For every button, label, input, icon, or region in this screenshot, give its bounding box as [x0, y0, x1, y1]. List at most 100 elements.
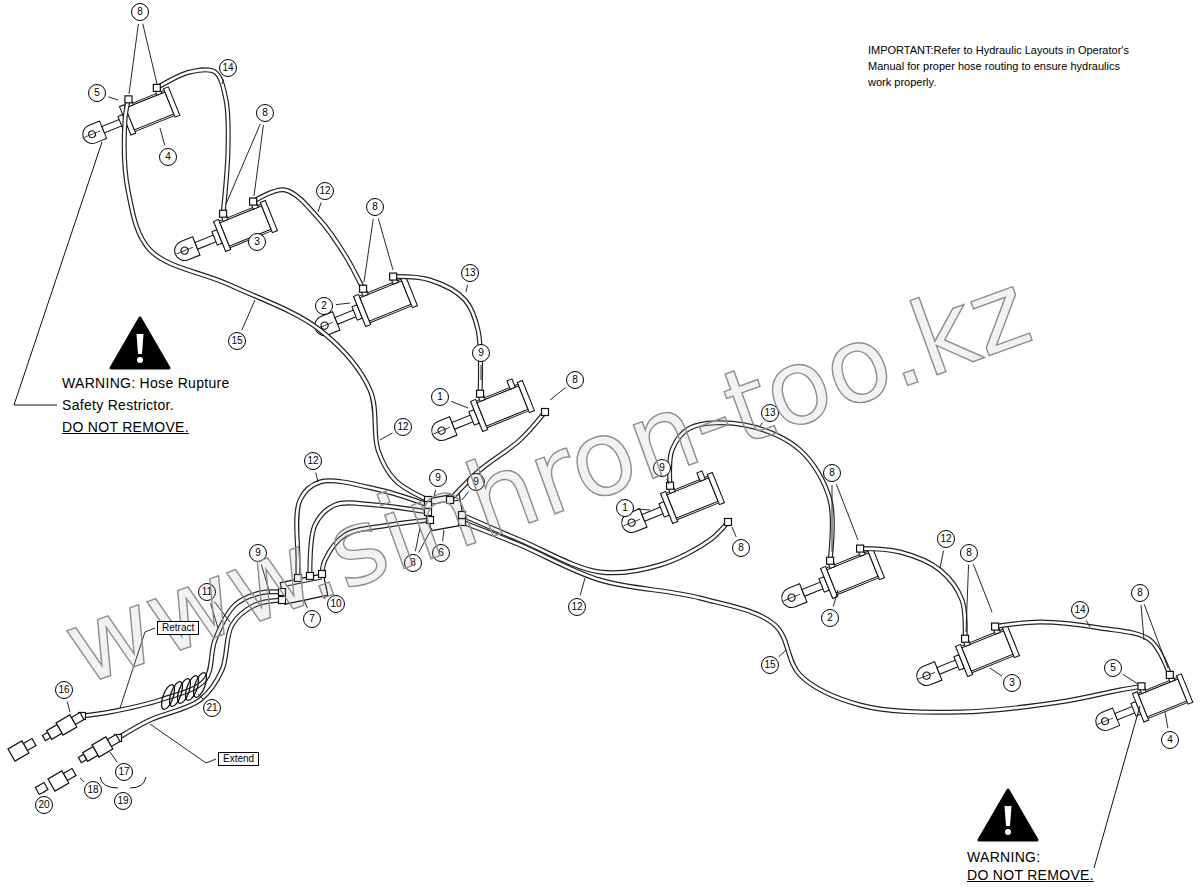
callout-number: 20	[35, 796, 53, 814]
callout-leaders	[732, 527, 736, 537]
callout-number: 15	[761, 656, 779, 674]
quick-couplers	[8, 710, 122, 795]
callout-number: 19	[114, 792, 132, 810]
hydraulic-cylinder	[623, 519, 640, 526]
hydraulic-cylinder	[80, 121, 107, 146]
hydraulic-cylinder	[779, 584, 807, 611]
callout-leaders	[973, 564, 992, 612]
callout-leaders	[108, 97, 118, 100]
callout-number: 21	[203, 699, 221, 717]
callout-leaders	[129, 24, 138, 94]
leader-lines	[14, 142, 1140, 868]
hydraulic-cylinder	[783, 594, 800, 601]
tag-leaders	[150, 724, 216, 763]
hydraulic-hose	[124, 99, 428, 500]
callout-number: 12	[304, 452, 322, 470]
hydraulic-cylinder	[176, 247, 193, 254]
note-text: IMPORTANT:Refer to Hydraulic Layouts in …	[868, 42, 1136, 90]
hose-fittings	[1138, 683, 1145, 690]
hose-fittings	[857, 545, 864, 552]
hydraulic-cylinder	[477, 391, 485, 401]
hydraulic-cylinder	[487, 411, 529, 428]
hydraulic-hose	[124, 99, 428, 500]
callout-number: 1	[431, 388, 449, 406]
hydraulic-cylinder	[220, 211, 228, 221]
coupler	[8, 741, 29, 761]
callout-leaders	[160, 128, 165, 145]
callout-number: 9	[472, 344, 490, 362]
watermark: www.sinhron-too.kz	[50, 251, 1043, 706]
callout-number: 8	[131, 3, 149, 21]
leader-lines	[14, 142, 102, 405]
coupler	[8, 736, 38, 761]
callout-leaders	[1086, 620, 1090, 627]
callout-leaders	[990, 668, 1002, 676]
hydraulic-hose	[995, 622, 1170, 675]
hydraulic-cylinder	[433, 427, 450, 434]
warning-symbol	[979, 790, 1037, 840]
hydraulic-cylinder	[1177, 674, 1193, 704]
hydraulic-cylinder	[260, 201, 277, 233]
callout-leaders	[242, 300, 255, 330]
callout-number: 8	[366, 198, 384, 216]
hydraulic-hose	[393, 277, 480, 394]
hose-wrap	[191, 671, 209, 699]
hose-wrap	[175, 677, 193, 705]
callout-leaders	[110, 752, 117, 762]
callout-number: 12	[316, 182, 334, 200]
hose-fittings	[250, 198, 257, 205]
warning-text: WARNING: Hose Rupture Safety Restrictor.	[62, 372, 247, 416]
coupler	[78, 754, 86, 762]
coupler	[42, 732, 50, 740]
callout-leaders	[940, 551, 944, 568]
hose-fittings	[725, 519, 732, 526]
hydraulic-hose	[253, 190, 363, 289]
callout-number: 8	[256, 104, 274, 122]
hydraulic-cylinder	[360, 281, 411, 321]
callout-leaders	[378, 219, 393, 270]
callout-leaders	[481, 365, 482, 380]
hydraulic-cylinder	[827, 553, 878, 593]
hydraulic-hose	[860, 549, 965, 639]
callout-number: 5	[1104, 659, 1122, 677]
hydraulic-cylinder	[164, 87, 180, 117]
callout-number: 13	[461, 264, 479, 282]
warning-symbol	[137, 334, 144, 354]
hydraulic-hose	[462, 522, 1141, 712]
tag-text: Retract	[162, 622, 194, 633]
callout-leaders	[80, 778, 84, 782]
callout-leaders	[833, 590, 838, 606]
hose-wrap	[183, 674, 201, 702]
hose-tag: Extend	[218, 752, 259, 766]
warning-symbol	[111, 318, 169, 368]
hydraulic-hose	[157, 70, 228, 214]
hydraulic-hose	[157, 70, 228, 214]
callout-number: 3	[1003, 674, 1021, 692]
hydraulic-cylinder	[154, 85, 162, 95]
tag-text: Extend	[223, 753, 254, 764]
hydraulic-cylinder	[1093, 708, 1120, 733]
coupler	[35, 783, 48, 795]
callout-leaders	[550, 387, 566, 400]
hydraulic-cylinder	[76, 82, 180, 152]
callout-leaders	[380, 433, 393, 440]
hydraulic-cylinder	[1002, 626, 1019, 658]
hose-fittings	[962, 635, 969, 642]
hydraulic-hose	[393, 277, 480, 394]
callout-leaders	[1165, 712, 1168, 728]
callout-leaders	[966, 565, 969, 632]
callout-number: 8	[960, 544, 978, 562]
warning-text: WARNING:	[967, 848, 1040, 866]
warning-symbol	[111, 318, 169, 368]
hydraulic-cylinder	[677, 503, 719, 520]
hose-wrap	[159, 683, 177, 711]
hydraulic-cylinder	[84, 131, 100, 137]
hydraulic-cylinder	[360, 286, 368, 296]
hydraulic-hose	[124, 99, 428, 500]
hydraulic-hose	[860, 549, 965, 639]
callout-number: 8	[1131, 584, 1149, 602]
callout-number: 3	[248, 233, 266, 251]
warning-symbol	[1005, 829, 1011, 835]
hydraulic-cylinder	[1138, 684, 1146, 694]
